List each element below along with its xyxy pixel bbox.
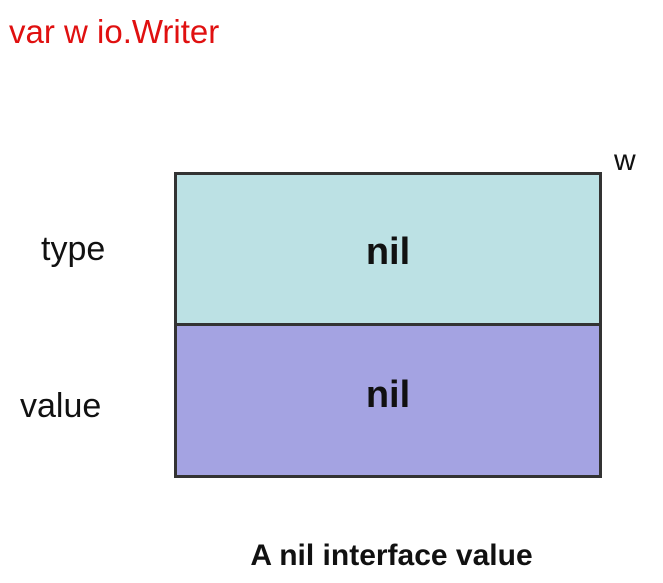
declaration-code: var w io.Writer — [9, 13, 220, 50]
variable-label: w — [614, 144, 636, 177]
type-row-label: type — [41, 230, 106, 268]
value-row-label: value — [20, 387, 102, 425]
value-cell: nil — [177, 325, 599, 475]
type-cell: nil — [177, 175, 599, 326]
diagram-caption: A nil interface value — [250, 539, 533, 572]
value-cell-text: nil — [365, 373, 411, 416]
type-cell-text: nil — [365, 231, 411, 274]
interface-value-box: nil nil — [174, 172, 602, 478]
